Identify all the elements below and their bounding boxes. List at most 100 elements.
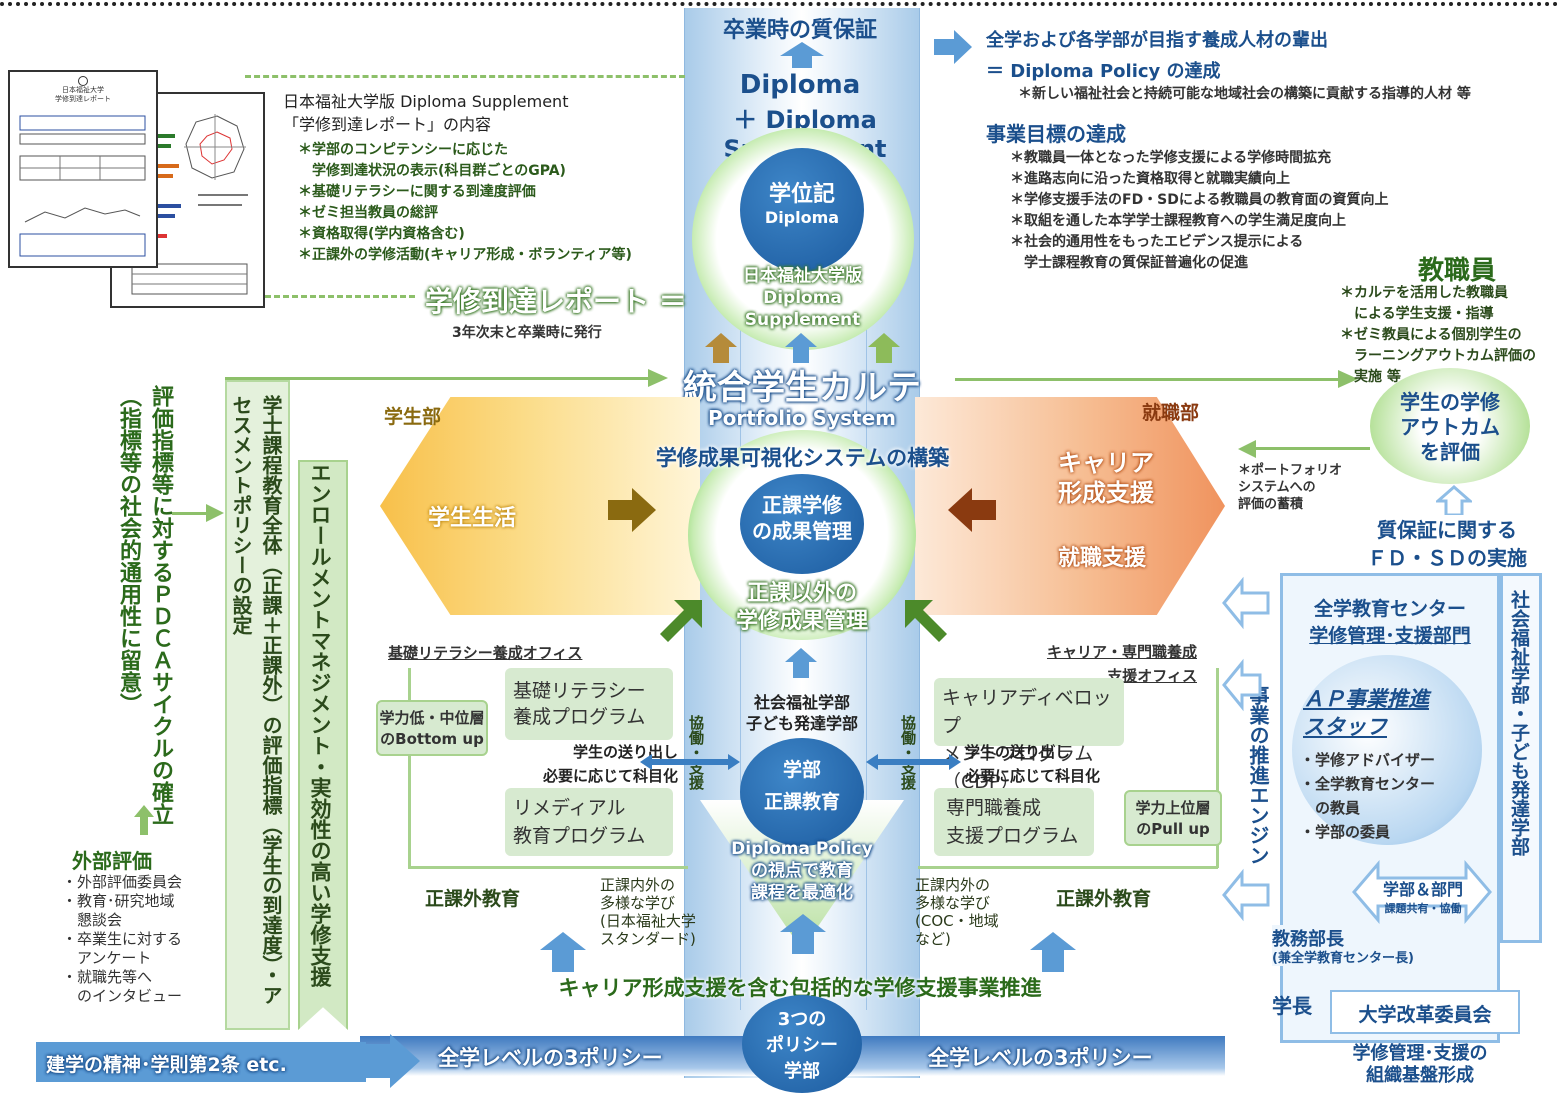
arrow-up-icon	[780, 914, 826, 954]
report-item: ＊基礎リテラシーに関する到達度評価	[298, 184, 536, 200]
prog-literacy-line1: 基礎リテラシー	[513, 680, 646, 702]
pullup-box: 学力上位層 のPull up	[1124, 790, 1222, 846]
goal-item: ＊取組を通した本学学士課程教育への学生満足度向上	[1010, 213, 1346, 229]
goal-item: ＊社会的通用性をもったエビデンス提示による	[1010, 234, 1304, 250]
dept-line1: 学部＆部門	[1382, 880, 1463, 899]
top-dotted-border	[0, 2, 1559, 8]
kyodo-right: 協働・支援	[899, 715, 917, 790]
arrow-up-right-icon	[868, 333, 900, 363]
gakui-text: 学位記	[768, 182, 835, 207]
prog-professional: 専門職養成 支援プログラム	[934, 788, 1094, 856]
nfu-line3: Supplement	[744, 310, 861, 330]
kagai-right: 正課外教育	[1056, 888, 1152, 910]
seika-line2: の成果管理	[752, 519, 852, 543]
org-base1: 学修管理･支援の	[1352, 1043, 1488, 1064]
double-arrow-left-icon	[640, 754, 740, 770]
ext-item: アンケート	[62, 949, 152, 967]
diverse-left2: 多様な学び	[600, 894, 676, 912]
diverse-right3: (COC・地域	[915, 912, 999, 930]
send-right1: 学生の送り出し	[965, 743, 1071, 761]
arrow-up-outline-icon	[1436, 485, 1472, 515]
faculty-items: ＊カルテを活用した教職員 による学生支援・指導 ＊ゼミ教員による個別学生の ラー…	[1340, 283, 1536, 388]
prog-literacy-line2: 養成プログラム	[513, 706, 646, 728]
faculties-center1: 社会福祉学部	[753, 693, 850, 712]
karte-title: 統合学生カルテ	[683, 368, 921, 408]
arrow-right-green-icon	[206, 504, 224, 522]
shushoku-label: 就職部	[1142, 402, 1200, 424]
gakui-sub: Diploma	[764, 208, 840, 227]
office-right: キャリア・専門職養成 支援オフィス	[1025, 640, 1197, 688]
ap-line2: スタッフ	[1303, 715, 1387, 739]
prog-professional-line1: 専門職養成	[946, 797, 1042, 819]
prog-remedial: リメディアル 教育プログラム	[505, 788, 673, 856]
report-item: 学修到達状況の表示(科目群ごとのGPA)	[298, 163, 566, 179]
doc-header2: 学修到達レポート	[55, 95, 111, 103]
arrow-right-icon	[934, 30, 972, 64]
ap-item: ・学修アドバイザー	[1300, 751, 1436, 769]
founding-box	[36, 1042, 366, 1082]
pullup-line1: 学力上位層	[1135, 799, 1211, 817]
report-title1: 日本福祉大学版 Diploma Supplement	[283, 92, 569, 111]
outcome-line2: アウトカム	[1400, 415, 1500, 439]
fdsd-text: 質保証に関する ＦＤ・ＳＤの実施	[1352, 516, 1542, 572]
bottomup-line2: のBottom up	[380, 730, 484, 748]
report-item: ＊資格取得(学内資格含む)	[298, 226, 465, 242]
dashed-connector-top	[245, 75, 685, 78]
diverse-right: 正課内外の 多様な学び (COC・地域 など)	[915, 876, 999, 948]
goal-title: 事業目標の達成	[986, 122, 1126, 146]
right-top-line1: 全学および各学部が目指す養成人材の輩出	[986, 30, 1328, 51]
engine-arrows-icon	[1222, 576, 1270, 922]
report-item: ＊正課外の学修活動(キャリア形成・ボランティア等)	[298, 247, 632, 263]
goal-item: ＊教職員一体となった学修支援による学修時間拡充	[1010, 150, 1332, 166]
nfu-line1: 日本福祉大学版	[743, 266, 862, 286]
fdsd-line1: 質保証に関する	[1377, 518, 1517, 542]
ext-item: ・卒業生に対する	[62, 930, 183, 948]
kagai-left: 正課外教育	[425, 888, 521, 910]
dp-line1: Diploma Policy	[731, 839, 873, 859]
document-lines-icon	[19, 115, 146, 257]
ap-title: ＡＰ事業推進 スタッフ	[1303, 685, 1429, 741]
ap-line1: ＡＰ事業推進	[1303, 687, 1429, 711]
diverse-left: 正課内外の 多様な学び (日本福祉大学 スタンダード)	[600, 876, 696, 948]
dept-text: 学部＆部門 課題共有・協働	[1368, 876, 1478, 916]
diverse-right1: 正課内外の	[915, 876, 991, 894]
arrow-up-green-icon	[134, 805, 154, 835]
report-item: ＊学部のコンピテンシーに応じた	[298, 142, 508, 158]
diploma-label: Diploma	[739, 70, 861, 100]
report-big: 学修到達レポート ＝	[425, 285, 687, 318]
prog-professional-line2: 支援プログラム	[946, 825, 1079, 847]
gakuseibu-label: 学生部	[384, 406, 442, 428]
portfolio-note3: 評価の蓄積	[1238, 497, 1304, 512]
center-line2: 学修管理･支援部門	[1309, 625, 1471, 647]
gai-line1: 正課以外の	[746, 581, 857, 606]
diverse-left1: 正課内外の	[600, 876, 676, 894]
policy-line1: 3つの	[777, 1009, 827, 1030]
bottomup-box: 学力低・中位層 のBottom up	[376, 700, 488, 756]
prog-cdp-line2: メントプログラム（CDP）	[942, 743, 1094, 793]
policy-line2: ポリシー	[766, 1035, 838, 1056]
founding-text: 建学の精神･学則第2条 etc.	[46, 1054, 287, 1076]
arrow-up-left-icon	[705, 333, 737, 363]
gai-line2: 学修成果管理	[735, 609, 868, 634]
policy-vertical-panel	[225, 380, 290, 1030]
report-items: ＊学部のコンピテンシーに応じた 学修到達状況の表示(科目群ごとのGPA) ＊基礎…	[298, 140, 632, 266]
prog-remedial-line1: リメディアル	[513, 797, 626, 819]
portfolio-note2: システムへの	[1238, 480, 1316, 495]
left-bracket-h	[408, 866, 688, 869]
fdsd-line2: ＦＤ・ＳＤの実施	[1367, 546, 1527, 570]
faculty-item: ＊カルテを活用した教職員	[1340, 285, 1508, 301]
dashed-connector-bottom	[265, 295, 415, 298]
gakucho-label: 学長	[1272, 994, 1312, 1018]
faculty-item: 実施 等	[1340, 369, 1401, 385]
office-right2: 支援オフィス	[1107, 667, 1197, 685]
ap-item: の教員	[1300, 799, 1361, 817]
arrow-diag-left-icon	[660, 600, 702, 642]
policy-line3: 学部	[784, 1061, 820, 1082]
gakubu-circle: 学部 正課教育	[740, 738, 864, 846]
prog-literacy: 基礎リテラシー 養成プログラム	[505, 668, 673, 740]
right-bracket-h	[918, 866, 1218, 869]
outcome-line3: を評価	[1420, 440, 1480, 464]
prog-cdp: キャリアディベロップ メントプログラム（CDP）	[934, 678, 1124, 793]
arrow-right-green-icon	[648, 369, 668, 387]
right-bracket-v	[1216, 668, 1219, 868]
